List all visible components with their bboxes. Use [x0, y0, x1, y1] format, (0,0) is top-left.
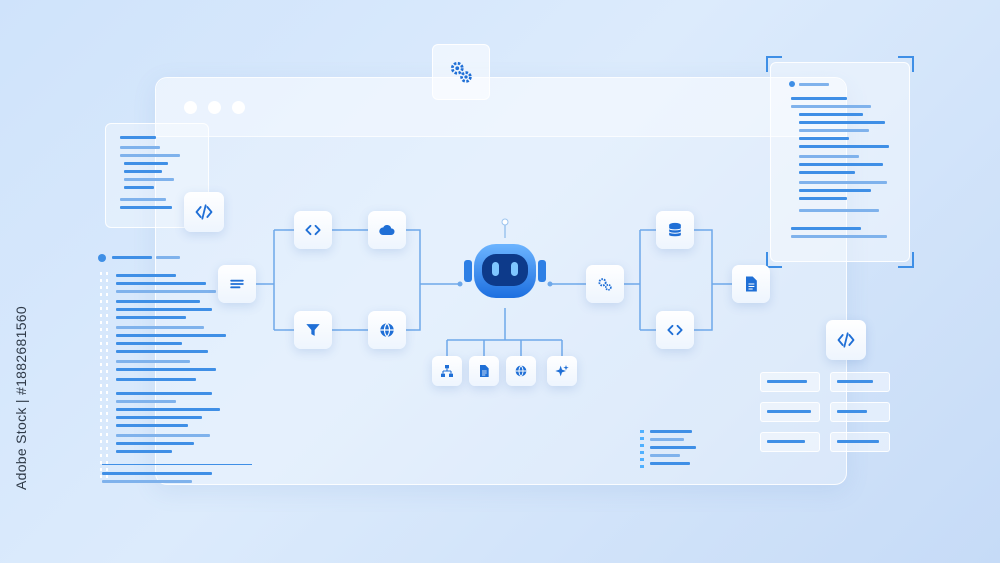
- window-title-bar: [156, 78, 846, 137]
- checklist: [640, 430, 700, 470]
- code-icon: [305, 224, 321, 236]
- gears-node[interactable]: [586, 265, 624, 303]
- right-code-panel: [770, 62, 910, 262]
- hierarchy-icon: [441, 365, 453, 377]
- globe-icon: [515, 365, 527, 377]
- globe-node-bottom[interactable]: [506, 356, 536, 386]
- document-icon: [480, 365, 489, 377]
- left-code-badge[interactable]: [184, 192, 224, 232]
- filter-node[interactable]: [294, 311, 332, 349]
- globe-node-left[interactable]: [368, 311, 406, 349]
- cloud-icon: [379, 224, 395, 235]
- window-dot-3[interactable]: [232, 101, 245, 114]
- code-icon: [837, 332, 855, 348]
- left-code-column: [92, 250, 252, 490]
- right-code-badge[interactable]: [826, 320, 866, 360]
- list-node[interactable]: [218, 265, 256, 303]
- window-dot-2[interactable]: [208, 101, 221, 114]
- robot-hub[interactable]: [462, 218, 548, 308]
- sparkle-icon: [555, 365, 569, 377]
- database-node[interactable]: [656, 211, 694, 249]
- code-icon: [667, 324, 683, 336]
- hierarchy-node[interactable]: [432, 356, 462, 386]
- code-icon: [195, 204, 213, 220]
- gears-icon: [598, 278, 612, 291]
- robot-head-icon: [464, 218, 546, 298]
- stock-id-label: Adobe Stock | #1882681560: [13, 306, 29, 490]
- top-settings-panel: [432, 44, 490, 100]
- globe-icon: [380, 322, 394, 338]
- code-node-top[interactable]: [294, 211, 332, 249]
- cloud-node[interactable]: [368, 211, 406, 249]
- document-node[interactable]: [732, 265, 770, 303]
- database-icon: [668, 222, 682, 237]
- gears-icon: [450, 61, 472, 83]
- right-mini-grid: [760, 372, 896, 458]
- doc-node[interactable]: [469, 356, 499, 386]
- list-icon: [230, 279, 244, 289]
- window-dot-1[interactable]: [184, 101, 197, 114]
- sparkle-node[interactable]: [547, 356, 577, 386]
- filter-icon: [306, 324, 320, 336]
- code-node-bottom[interactable]: [656, 311, 694, 349]
- document-icon: [746, 276, 757, 292]
